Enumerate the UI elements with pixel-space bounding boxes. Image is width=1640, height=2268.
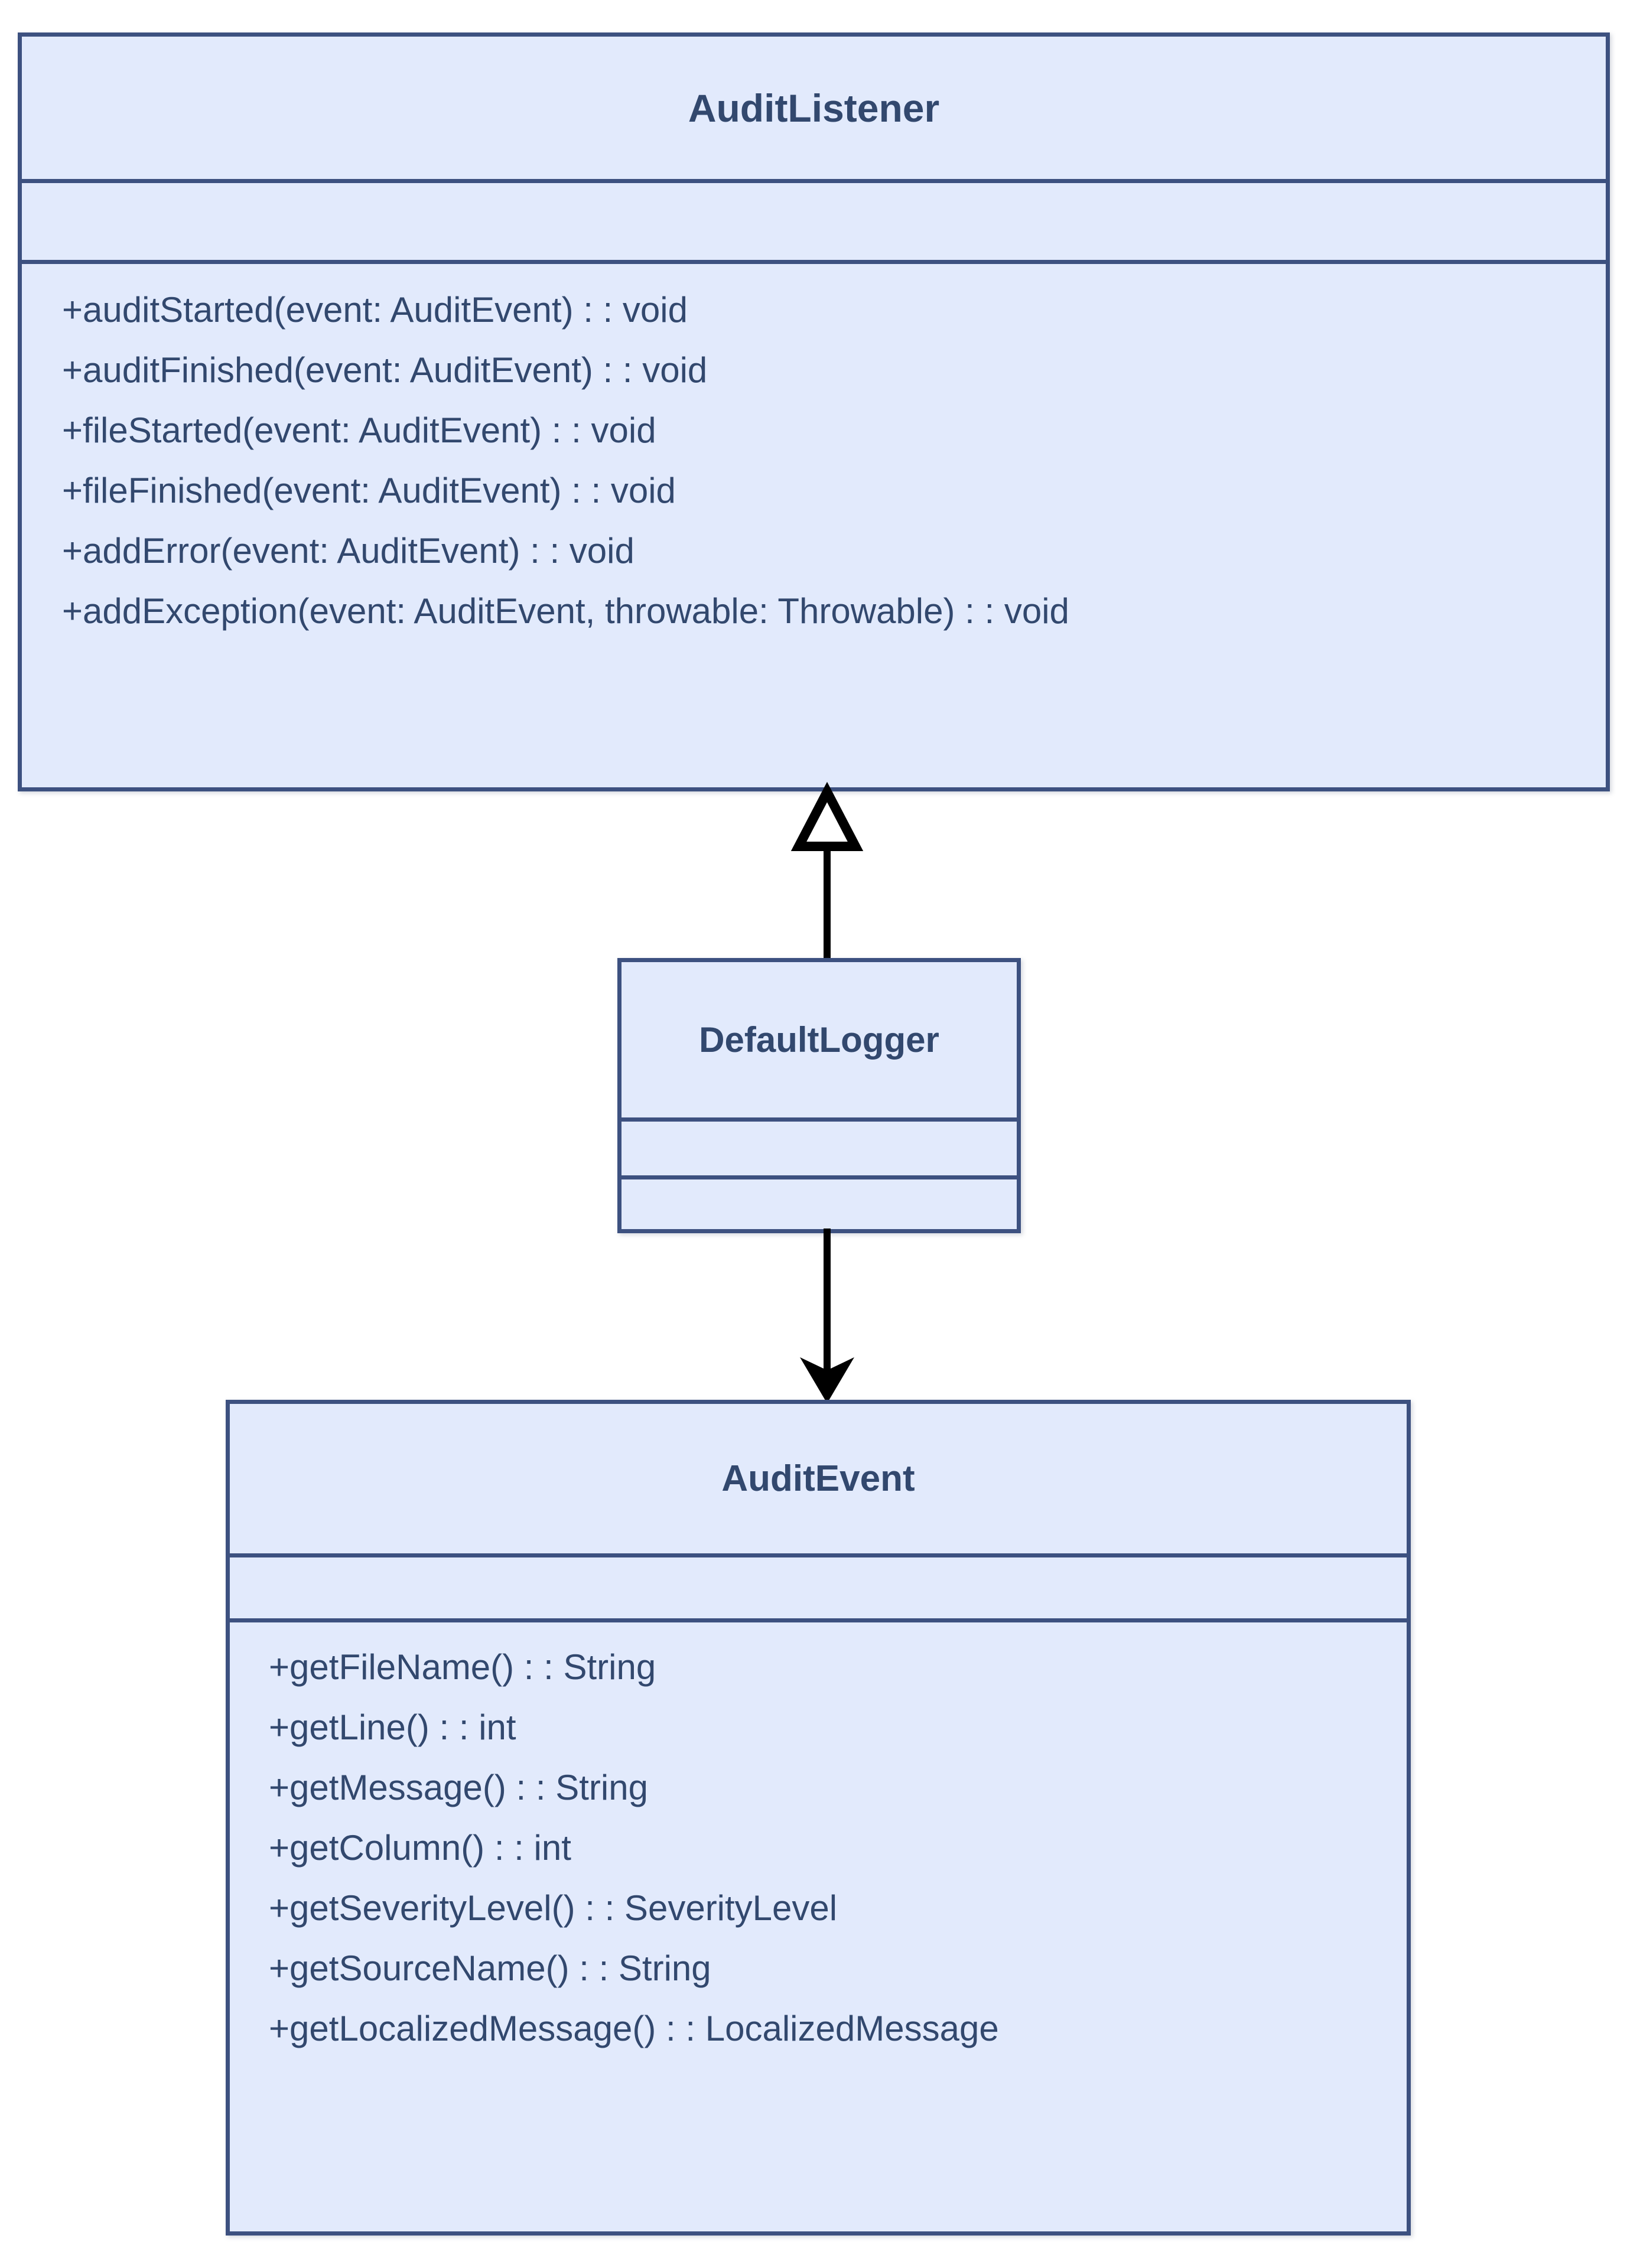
- methods-compartment-audit-event: +getFileName() : : String +getLine() : : …: [230, 1622, 1407, 2231]
- method-signature: +addError(event: AuditEvent) : : void: [62, 531, 634, 571]
- class-title-audit-event: AuditEvent: [721, 1458, 915, 1499]
- hollow-triangle-arrowhead-icon: [790, 781, 864, 851]
- method-signature: +addException(event: AuditEvent, throwab…: [62, 591, 1069, 631]
- method-signature: +fileStarted(event: AuditEvent) : : void: [62, 410, 656, 450]
- methods-compartment-default-logger: [621, 1179, 1017, 1229]
- compartment-divider: [621, 1117, 1017, 1122]
- method-signature: +getLocalizedMessage() : : LocalizedMess…: [269, 2009, 999, 2048]
- methods-compartment-audit-listener: +auditStarted(event: AuditEvent) : : voi…: [22, 264, 1606, 787]
- solid-arrowhead-icon: [800, 1357, 854, 1403]
- connector-association-to-audit-event: [800, 1228, 854, 1403]
- method-signature: +getFileName() : : String: [269, 1647, 656, 1687]
- compartment-divider: [22, 179, 1606, 183]
- attributes-compartment-audit-event: [230, 1557, 1407, 1618]
- compartment-divider: [230, 1618, 1407, 1622]
- compartment-divider: [230, 1553, 1407, 1557]
- compartment-divider: [22, 260, 1606, 264]
- attributes-compartment-default-logger: [621, 1122, 1017, 1175]
- method-signature: +auditFinished(event: AuditEvent) : : vo…: [62, 350, 708, 390]
- attributes-compartment-audit-listener: [22, 183, 1606, 260]
- method-signature: +getSourceName() : : String: [269, 1948, 711, 1988]
- method-signature: +getLine() : : int: [269, 1707, 516, 1747]
- method-signature: +getSeverityLevel() : : SeverityLevel: [269, 1888, 838, 1928]
- method-signature: +getColumn() : : int: [269, 1828, 571, 1868]
- uml-class-audit-listener[interactable]: AuditListener +auditStarted(event: Audit…: [18, 32, 1610, 791]
- method-signature: +getMessage() : : String: [269, 1768, 648, 1807]
- connector-generalization-to-audit-listener: [790, 781, 864, 966]
- uml-class-audit-event[interactable]: AuditEvent +getFileName() : : String+get…: [226, 1400, 1411, 2236]
- class-title-audit-listener: AuditListener: [688, 86, 940, 130]
- method-signature: +auditStarted(event: AuditEvent) : : voi…: [62, 290, 688, 330]
- class-title-default-logger: DefaultLogger: [699, 1020, 939, 1060]
- method-signature: +fileFinished(event: AuditEvent) : : voi…: [62, 471, 676, 510]
- compartment-divider: [621, 1175, 1017, 1179]
- uml-class-default-logger[interactable]: DefaultLogger: [617, 958, 1021, 1233]
